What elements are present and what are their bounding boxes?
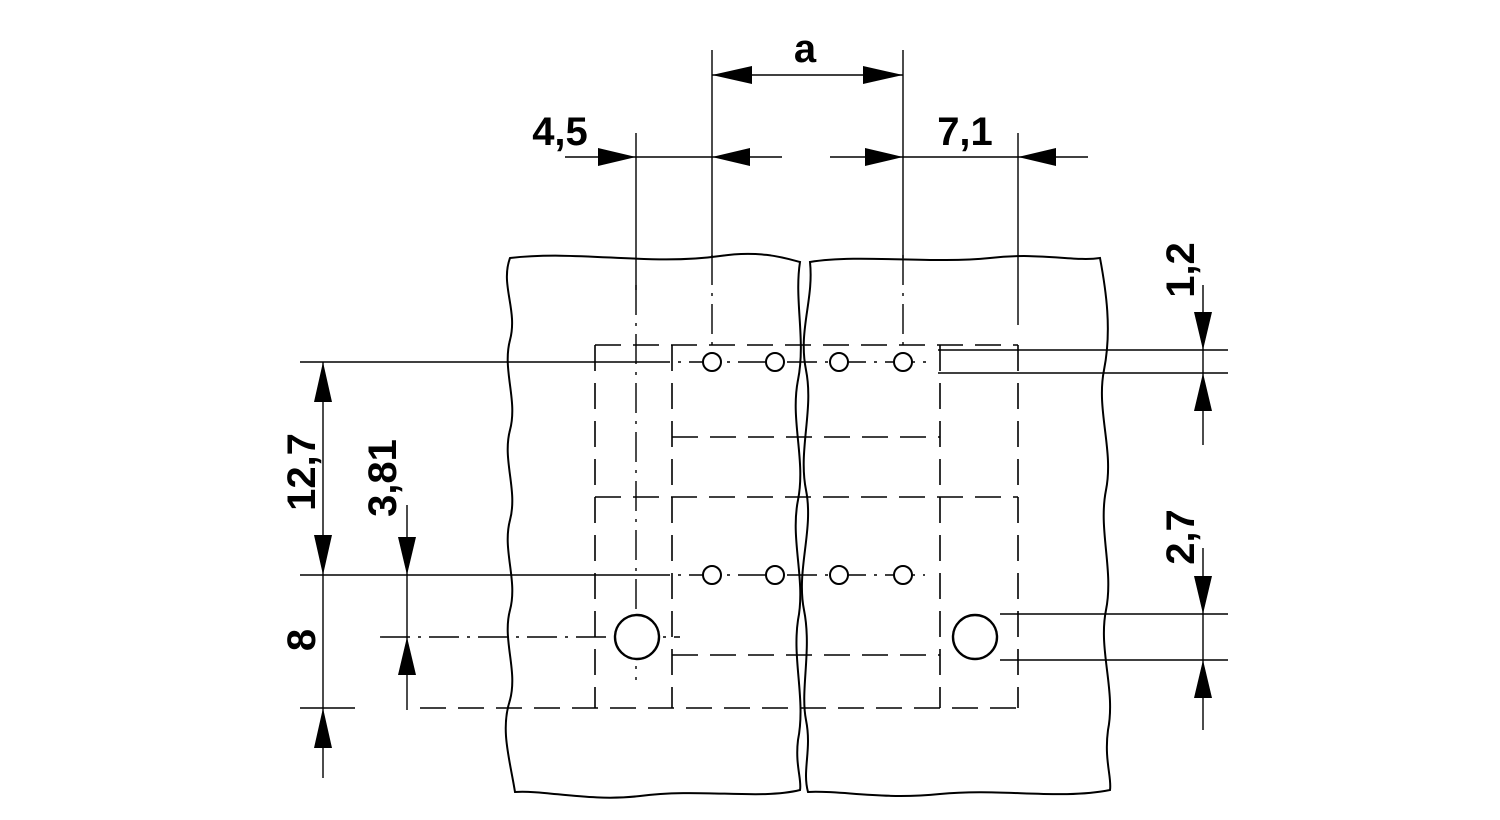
- dimension-4-5-label: 4,5: [532, 110, 588, 154]
- pin-hole: [829, 352, 849, 372]
- pin-holes-top-row: [702, 352, 913, 372]
- dimension-4-5: 4,5: [532, 110, 782, 166]
- dimension-a-label: a: [794, 27, 817, 71]
- dimension-3-81-label: 3,81: [361, 439, 405, 517]
- pin-holes-bottom-row: [702, 565, 913, 585]
- dimension-2-7: 2,7: [1159, 509, 1212, 730]
- dimension-7-1-label: 7,1: [937, 110, 993, 154]
- dimension-3-81: 3,81: [361, 439, 416, 710]
- dimension-7-1: 7,1: [830, 110, 1088, 166]
- dimension-12-7-label: 12,7: [280, 433, 324, 511]
- extension-lines: [300, 50, 1228, 709]
- dimension-2-7-label: 2,7: [1159, 509, 1203, 565]
- pin-hole: [893, 352, 913, 372]
- right-housing-outline: [800, 255, 1112, 797]
- pin-hole: [702, 565, 722, 585]
- dimension-12-7: 12,7: [280, 362, 332, 575]
- dimension-8-label: 8: [280, 629, 324, 651]
- footprint-outline: [420, 344, 1019, 709]
- pin-hole: [702, 352, 722, 372]
- pin-hole: [765, 565, 785, 585]
- pin-hole: [765, 352, 785, 372]
- pin-hole: [893, 565, 913, 585]
- dimension-a: a: [712, 27, 903, 84]
- left-housing-outline: [504, 252, 802, 799]
- fixing-hole-left: [613, 613, 661, 661]
- dimension-1-2-label: 1,2: [1159, 242, 1203, 298]
- fixing-hole-right: [951, 613, 999, 661]
- dimension-1-2: 1,2: [1159, 242, 1212, 445]
- dimension-8: 8: [280, 575, 332, 778]
- pin-hole: [829, 565, 849, 585]
- center-lines: [380, 255, 930, 680]
